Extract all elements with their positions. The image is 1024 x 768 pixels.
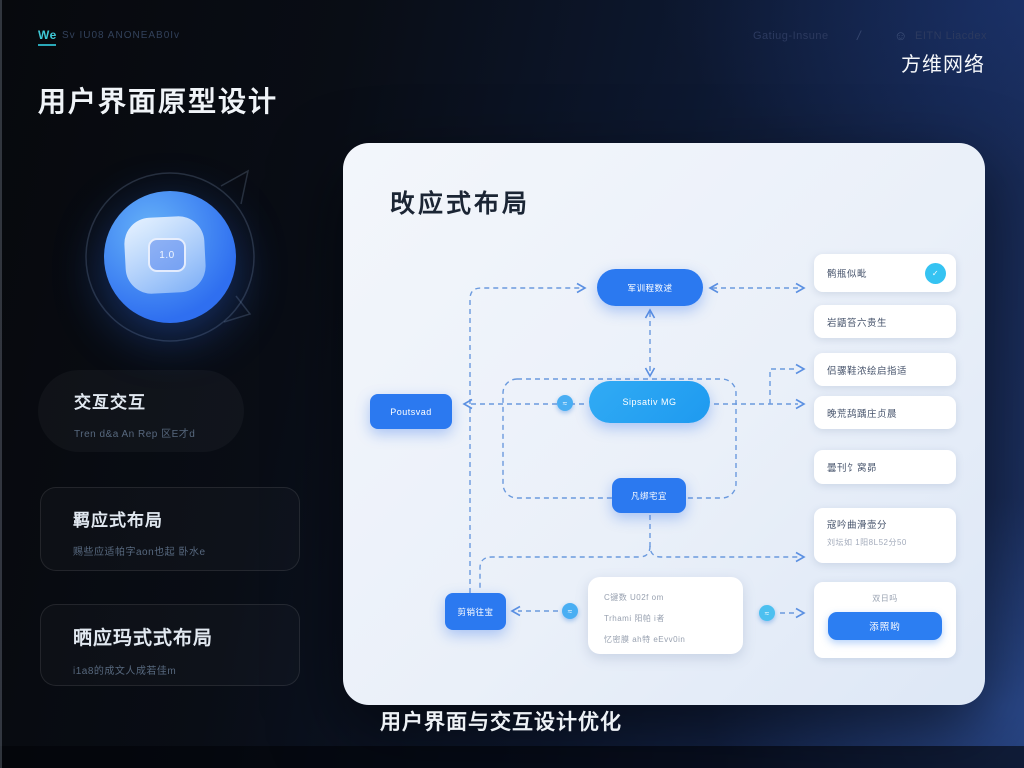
page-title: 用户界面原型设计 xyxy=(38,86,279,117)
flow-node-top: 军训程数逑 xyxy=(597,269,703,306)
list-item-sublabel: 刘坛如 1阳8L52分50 xyxy=(827,538,907,547)
swirl-icon: ≈ xyxy=(557,395,573,411)
cta-card: 双日吗 添照哟 xyxy=(814,582,956,658)
logo-tagline: Sv IU08 ANONEAB0Iv xyxy=(62,30,181,41)
logo-underline xyxy=(38,44,56,46)
bottom-shadow-band xyxy=(0,746,1024,768)
smiley-icon: ☺ xyxy=(894,28,908,43)
breadcrumb-right-link[interactable]: EITN Liacdex xyxy=(915,30,988,42)
flow-node-lower: 凡绑宅宜 xyxy=(612,478,686,513)
list-item-label: 寇吟曲滑壶分 xyxy=(827,520,888,531)
note-line: C键数 U02f om xyxy=(604,593,664,602)
list-item[interactable]: 鹘瓶似毗 ✓ xyxy=(814,254,956,292)
toggle-check-icon[interactable]: ✓ xyxy=(925,262,946,284)
sidebar-item-subtitle: 赐些应适帕字aon也起 卧水e xyxy=(73,547,206,558)
logo: We xyxy=(38,28,57,42)
list-item-label: 岩鼯笞六贵生 xyxy=(827,317,888,329)
cta-card-label: 双日吗 xyxy=(872,594,898,603)
diagram-title: 攺应式布局 xyxy=(390,190,531,218)
cta-button[interactable]: 添照哟 xyxy=(828,612,942,640)
note-line: 忆密膜 ah特 eEvv0in xyxy=(604,635,686,644)
list-item[interactable]: 岩鼯笞六贵生 xyxy=(814,305,956,338)
list-item[interactable]: 曇刊饣窝昴 xyxy=(814,450,956,484)
flow-node-middle: Sipsativ MG xyxy=(589,381,710,423)
sidebar-item-responsive-layout[interactable]: 羁应式布局 赐些应适帕字aon也起 卧水e xyxy=(40,487,300,571)
breadcrumb-divider: / xyxy=(857,28,861,43)
flow-note-card: C键数 U02f om Trhami 阳帕 i者 忆密膜 ah特 eEvv0in xyxy=(588,577,743,654)
sidebar-item-title: 交亙交互 xyxy=(74,393,146,412)
slide-caption: 用户界面与交互设计优化 xyxy=(380,711,622,734)
sidebar-item-title: 晒应玛式式布局 xyxy=(73,628,214,649)
list-item-label: 鹘瓶似毗 xyxy=(827,269,868,280)
sidebar-item-interaction[interactable]: 交亙交互 Tren d&a An Rep 区E才d xyxy=(38,370,244,452)
list-item[interactable]: 侣骡鞋浓绘启指适 xyxy=(814,353,956,386)
left-edge-highlight xyxy=(0,0,2,768)
list-item[interactable]: 寇吟曲滑壶分 刘坛如 1阳8L52分50 xyxy=(814,508,956,563)
sidebar-item-title: 羁应式布局 xyxy=(73,511,163,530)
list-item-label: 侣骡鞋浓绘启指适 xyxy=(827,365,908,377)
breadcrumb-left-link[interactable]: Gatiug-Insune xyxy=(753,30,829,42)
flow-node-left: Poutsvad xyxy=(370,394,452,429)
note-line: Trhami 阳帕 i者 xyxy=(604,614,665,623)
swirl-icon: ≈ xyxy=(562,603,578,619)
sidebar-item-adaptive-layout[interactable]: 晒应玛式式布局 i1a8的成文人成若佳m xyxy=(40,604,300,686)
sidebar-item-subtitle: Tren d&a An Rep 区E才d xyxy=(74,429,196,440)
version-badge: 1.0 xyxy=(148,238,186,272)
list-item[interactable]: 晚荒鸹踽庄贞晨 xyxy=(814,396,956,429)
brand-name: 方维网络 xyxy=(901,54,985,76)
list-item-label: 晚荒鸹踽庄贞晨 xyxy=(827,408,898,420)
list-item-label: 曇刊饣窝昴 xyxy=(827,463,878,474)
flow-node-bottom-left: 剪销往宝 xyxy=(445,593,506,630)
sidebar-item-subtitle: i1a8的成文人成若佳m xyxy=(73,666,177,677)
swirl-icon: ≈ xyxy=(759,605,775,621)
